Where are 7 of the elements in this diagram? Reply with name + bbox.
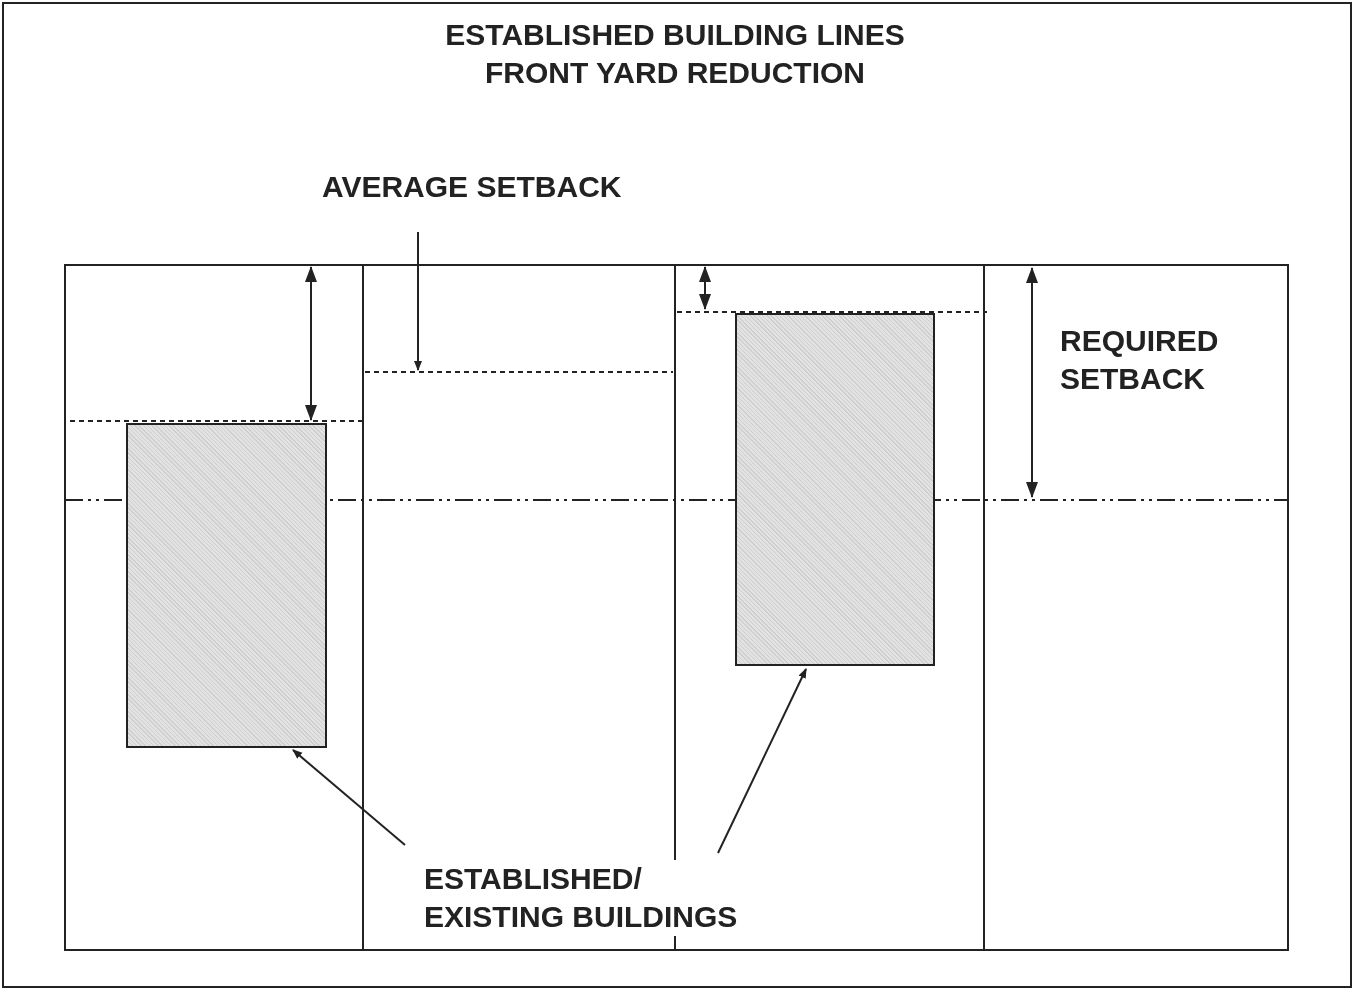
diagram-title: ESTABLISHED BUILDING LINES FRONT YARD REDUCTION <box>444 17 906 91</box>
leader-arrow <box>414 231 422 371</box>
dimension-label: REQUIRED SETBACK <box>1060 323 1220 397</box>
leader-arrow <box>292 749 406 846</box>
leader-arrow <box>717 668 807 854</box>
building-footprint <box>126 423 327 748</box>
building-footprint <box>735 313 935 666</box>
